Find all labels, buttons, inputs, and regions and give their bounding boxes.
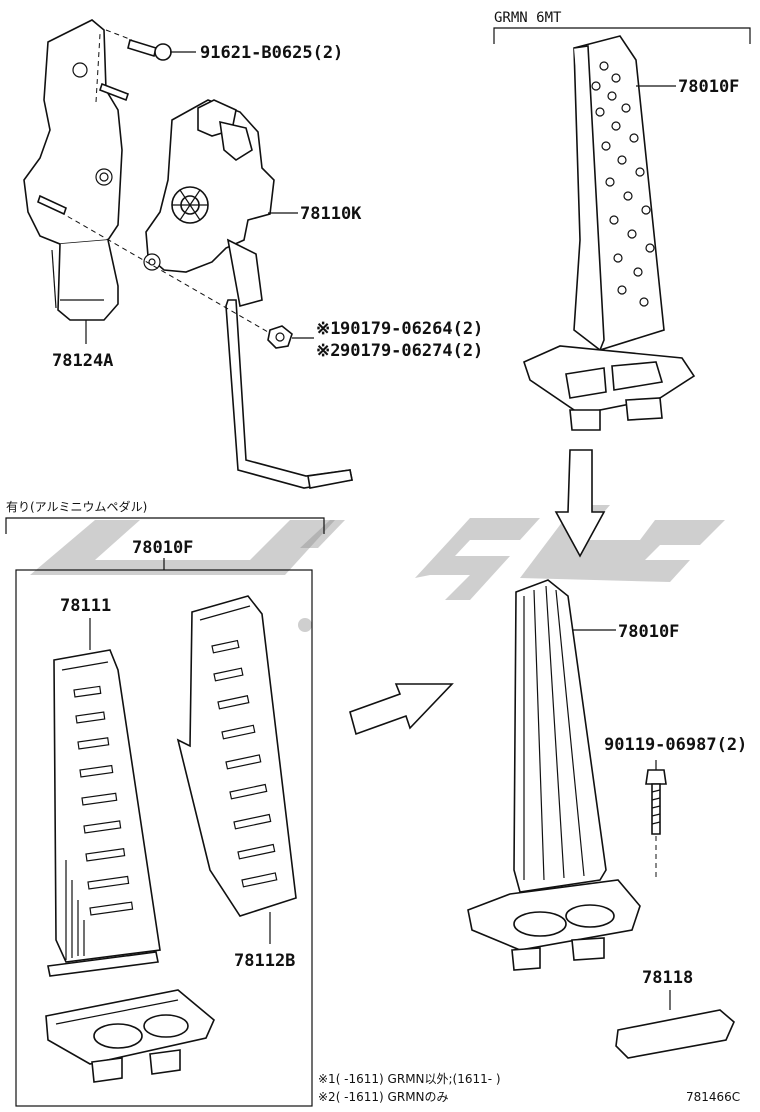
pedal-grmn-perforated — [523, 35, 696, 431]
label-bolt-top: 91621-B0625(2) — [200, 43, 343, 63]
bracket-78124a — [23, 19, 130, 321]
cover-78118 — [615, 1009, 735, 1059]
label-nut-1: 90179-06264(2) — [340, 319, 483, 339]
label-bracket: 78124A — [52, 351, 113, 371]
arrow-right-icon — [349, 683, 454, 736]
alu-group-box — [15, 569, 313, 1107]
nut-icon — [267, 325, 293, 349]
alu-header: 有り(アルミニウムペダル) — [6, 499, 147, 514]
label-pad-left: 78111 — [60, 596, 111, 616]
label-pad-right: 78112B — [234, 951, 295, 971]
pad-78111 — [47, 649, 161, 977]
figure-id: 781466C — [686, 1090, 740, 1104]
arrow-down-icon — [554, 449, 606, 558]
note-mark-1: ※1 — [316, 319, 340, 339]
pedal-standard-ribbed — [467, 579, 641, 971]
label-bolt-std: 90119-06987(2) — [604, 735, 747, 755]
label-sensor: 78110K — [300, 204, 362, 224]
label-pedal-alu: 78010F — [132, 538, 193, 558]
bolt-icon — [127, 38, 196, 61]
footnote-1: ※1( -1611) GRMN以外;(1611- ) — [318, 1072, 501, 1086]
grmn-header: GRMN 6MT — [494, 10, 562, 26]
label-pedal-grmn: 78010F — [678, 77, 739, 97]
note-mark-2: ※2 — [316, 341, 340, 361]
label-pedal-std: 78010F — [618, 622, 679, 642]
pedal-base-alu — [45, 989, 215, 1083]
pad-78112b — [176, 595, 297, 917]
bolt-icon — [645, 769, 667, 835]
accelerator-sensor-78110k — [143, 99, 275, 308]
label-nut-2: 90179-06274(2) — [340, 341, 483, 361]
footnote-2: ※2( -1611) GRMNのみ — [318, 1090, 449, 1104]
watermark-logo — [30, 505, 725, 632]
label-cover: 78118 — [642, 968, 693, 988]
pedal-rod — [225, 299, 353, 489]
